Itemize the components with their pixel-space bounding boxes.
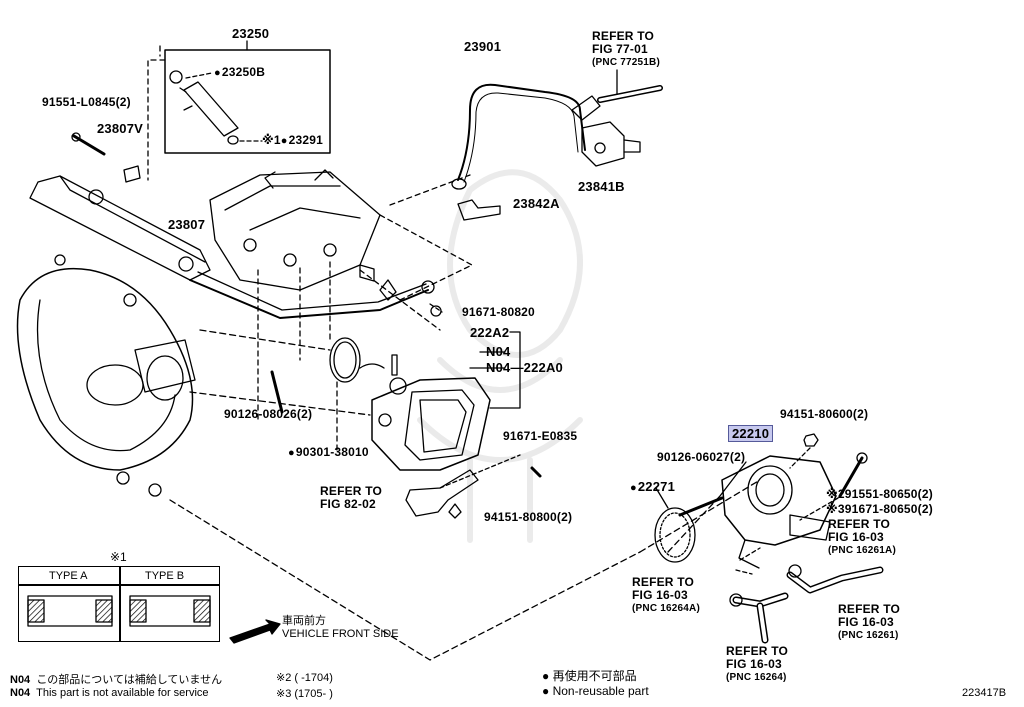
legend-type-b: TYPE B — [145, 570, 185, 582]
figure-id: 223417B — [962, 687, 1007, 699]
label-N04-b[interactable]: N04—222A0 — [486, 360, 563, 375]
label-23841B[interactable]: 23841B — [578, 179, 625, 194]
note-mark3: ※3 (1705- ) — [276, 688, 333, 700]
watermark-logo — [417, 169, 583, 543]
label-22210[interactable]: 22210 — [728, 425, 774, 442]
label-23291[interactable]: ※123291 — [262, 133, 323, 148]
note-nonreuse-jp: ● 再使用不可部品 — [542, 669, 637, 683]
label-23807V[interactable]: 23807V — [97, 121, 144, 136]
label-94151-80800[interactable]: 94151-80800(2) — [484, 510, 573, 524]
label-91671-80820[interactable]: 91671-80820 — [462, 305, 535, 319]
note-nonreuse-en: ● Non-reusable part — [542, 684, 649, 698]
label-94151-80600[interactable]: 94151-80600(2) — [780, 407, 869, 421]
note-mark2: ※2 ( -1704) — [276, 672, 333, 684]
non-reusable-dot-icon — [288, 445, 296, 459]
non-reusable-dot-icon: ● — [542, 669, 553, 683]
label-90301-38010[interactable]: 90301-38010 — [288, 445, 369, 460]
note-n04-jp: N04 この部品については補給していません — [10, 674, 223, 686]
legend-header-rule — [19, 584, 219, 586]
non-reusable-dot-icon: ● — [542, 684, 553, 698]
label-91671-80650[interactable]: ※391671-80650(2) — [826, 502, 933, 516]
label-222A2[interactable]: 222A2 — [470, 325, 510, 340]
label-N04-a[interactable]: N04 — [486, 344, 511, 359]
label-23842A[interactable]: 23842A — [513, 196, 560, 211]
label-22271[interactable]: 22271 — [630, 479, 675, 495]
label-23250[interactable]: 23250 — [232, 26, 270, 41]
legend-mark: ※1 — [110, 550, 127, 564]
label-91551-L0845[interactable]: 91551-L0845(2) — [42, 95, 131, 109]
legend-box: TYPE A TYPE B — [18, 566, 220, 642]
type-b-shape — [129, 595, 211, 627]
vehicle-front-jp: 車両前方 — [282, 615, 326, 627]
label-90126-06027[interactable]: 90126-06027(2) — [657, 450, 746, 464]
label-91551-80650[interactable]: ※291551-80650(2) — [826, 487, 933, 501]
type-a-shape — [27, 595, 113, 627]
label-91671-E0835[interactable]: 91671-E0835 — [503, 429, 578, 443]
note-n04-en: N04 This part is not available for servi… — [10, 687, 209, 699]
non-reusable-dot-icon — [281, 133, 289, 147]
label-23807[interactable]: 23807 — [168, 217, 206, 232]
legend-divider — [119, 567, 121, 641]
non-reusable-dot-icon — [214, 65, 222, 79]
label-23250B[interactable]: 23250B — [214, 65, 265, 80]
label-23901[interactable]: 23901 — [464, 39, 502, 54]
label-90126-08026[interactable]: 90126-08026(2) — [224, 407, 313, 421]
non-reusable-dot-icon — [630, 479, 638, 494]
legend-type-a: TYPE A — [49, 570, 88, 582]
vehicle-front-en: VEHICLE FRONT SIDE — [282, 628, 399, 640]
